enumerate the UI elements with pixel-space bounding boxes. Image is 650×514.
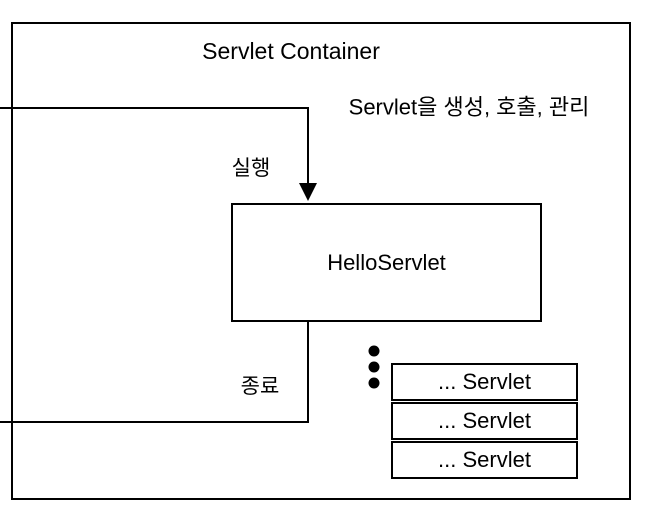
hello-servlet-label: HelloServlet: [327, 249, 446, 275]
servlet-item-label: ... Servlet: [438, 408, 531, 433]
terminate-line: [0, 322, 309, 423]
servlet-item-label: ... Servlet: [438, 369, 531, 394]
servlet-item-label: ... Servlet: [438, 447, 531, 472]
servlet-container-box: [11, 22, 631, 500]
container-title: Servlet Container: [202, 37, 380, 64]
execute-arrow: [0, 107, 317, 201]
vertical-ellipsis-icon: [368, 345, 380, 389]
container-description: Servlet을 생성, 호출, 관리: [348, 94, 590, 120]
servlet-list-item: ... Servlet: [391, 363, 578, 401]
servlet-stack: ... Servlet ... Servlet ... Servlet: [391, 363, 578, 479]
execute-arrow-label: 실행: [231, 156, 271, 180]
servlet-list-item: ... Servlet: [391, 402, 578, 440]
terminate-arrow-label: 종료: [240, 374, 280, 398]
hello-servlet-box: HelloServlet: [231, 203, 542, 322]
servlet-list-item: ... Servlet: [391, 441, 578, 479]
